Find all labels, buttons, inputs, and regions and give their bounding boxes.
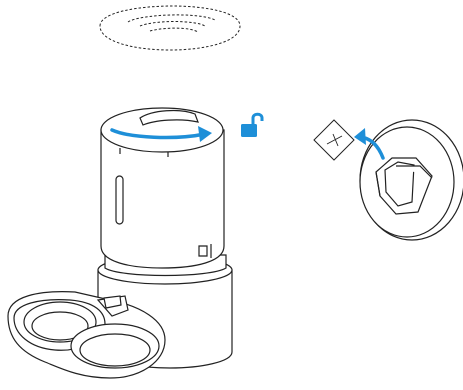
desiccant-packet-icon: [313, 119, 355, 161]
rotation-arrow: [110, 126, 212, 142]
double-bowl-tray: [7, 291, 166, 379]
open-padlock-icon: [241, 112, 264, 137]
removed-lid: [99, 5, 241, 51]
insert-arrow: [354, 128, 385, 160]
lid-underside-detail: [359, 119, 463, 241]
